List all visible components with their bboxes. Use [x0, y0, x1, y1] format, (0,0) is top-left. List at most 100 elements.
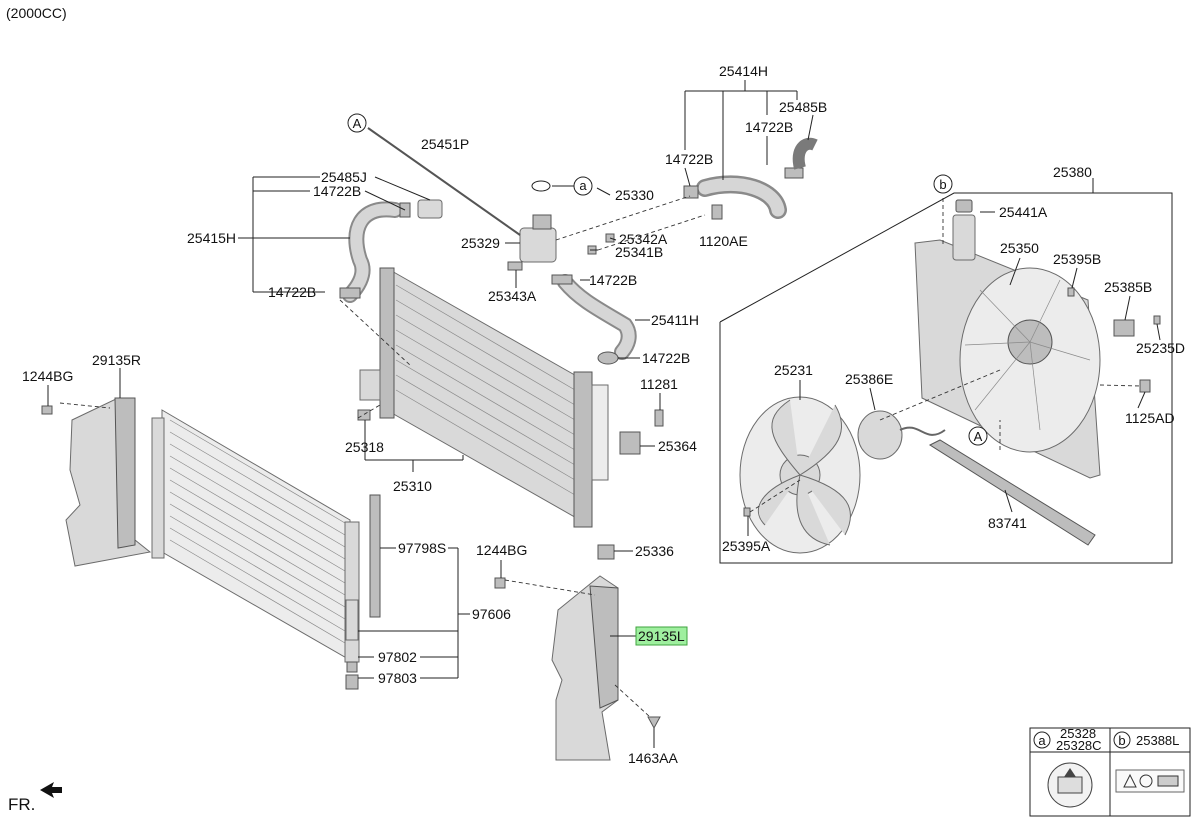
- callout-25451P[interactable]: 25451P: [421, 136, 469, 152]
- callout-14722B-mid[interactable]: 14722B: [589, 272, 637, 288]
- hose-clamp-14722B-lower[interactable]: [597, 351, 619, 365]
- callout-25235D[interactable]: 25235D: [1136, 340, 1185, 356]
- callout-25485B[interactable]: 25485B: [779, 99, 827, 115]
- callout-25386E[interactable]: 25386E: [845, 371, 893, 387]
- reservoir-25441A[interactable]: [952, 199, 976, 261]
- ref-marker-A-top[interactable]: A: [347, 113, 367, 133]
- callout-25441A[interactable]: 25441A: [999, 204, 1048, 220]
- bolt-1244BG-left[interactable]: [41, 405, 53, 415]
- radiator-part[interactable]: [359, 267, 609, 528]
- legend-a-part-25328C[interactable]: 25328C: [1056, 738, 1102, 753]
- fan-shroud-group-box: 25380: [719, 164, 1173, 564]
- callout-97803[interactable]: 97803: [378, 670, 417, 686]
- callout-25415H[interactable]: 25415H: [187, 230, 236, 246]
- callout-97802[interactable]: 97802: [378, 649, 417, 665]
- callout-25395B[interactable]: 25395B: [1053, 251, 1101, 267]
- svg-text:A: A: [974, 429, 983, 444]
- fan-shroud-part[interactable]: [914, 239, 1101, 479]
- callout-25318[interactable]: 25318: [345, 439, 384, 455]
- clip-1463AA[interactable]: [647, 716, 661, 730]
- fan-motor-25386E[interactable]: [857, 410, 946, 460]
- legend-b-part-25388L[interactable]: 25388L: [1136, 733, 1179, 748]
- ref-marker-b[interactable]: b: [933, 174, 953, 194]
- front-label: FR.: [8, 795, 35, 814]
- callout-25343A[interactable]: 25343A: [488, 288, 537, 304]
- leader-lines: [47, 80, 1161, 748]
- air-guard-right-part[interactable]: [65, 397, 152, 567]
- callout-1244BG-left[interactable]: 1244BG: [22, 368, 73, 384]
- callout-1244BG-mid[interactable]: 1244BG: [476, 542, 527, 558]
- callout-25231[interactable]: 25231: [774, 362, 813, 378]
- engine-variant-label: (2000CC): [6, 5, 67, 21]
- condenser-part[interactable]: [151, 409, 360, 673]
- o-ring-25330[interactable]: [531, 180, 551, 192]
- receiver-drier-part[interactable]: [345, 494, 381, 690]
- seal-83741[interactable]: [928, 439, 1096, 546]
- ref-marker-a[interactable]: a: [573, 176, 593, 196]
- callout-25342A[interactable]: 25342A: [619, 231, 668, 247]
- hose-25414H[interactable]: [696, 175, 787, 219]
- callout-29135R[interactable]: 29135R: [92, 352, 141, 368]
- callout-11281[interactable]: 11281: [640, 376, 678, 392]
- callout-14722B-top2[interactable]: 14722B: [745, 119, 793, 135]
- callout-25341B[interactable]: 25341B: [615, 244, 663, 260]
- callout-1120AE[interactable]: 1120AE: [699, 233, 748, 249]
- screw-25395B[interactable]: [1067, 287, 1075, 297]
- gasket-25343A[interactable]: [507, 261, 523, 271]
- callout-14722B-right[interactable]: 14722B: [642, 350, 690, 366]
- callout-25336[interactable]: 25336: [635, 543, 674, 559]
- fan-25231[interactable]: [739, 396, 861, 554]
- callout-1125AD[interactable]: 1125AD: [1125, 410, 1175, 426]
- bolt-11281[interactable]: [654, 409, 664, 427]
- screw-25235D[interactable]: [1153, 315, 1161, 325]
- hose-fitting-25485B[interactable]: [792, 137, 818, 170]
- svg-text:a: a: [1038, 733, 1046, 748]
- callout-14722B-lower[interactable]: 14722B: [268, 284, 316, 300]
- hose-clamp-14722B-top1[interactable]: [683, 185, 699, 199]
- callout-25485J[interactable]: 25485J: [321, 169, 367, 185]
- callout-25310[interactable]: 25310: [393, 478, 432, 494]
- callout-25350[interactable]: 25350: [1000, 240, 1039, 256]
- insulator-25336[interactable]: [597, 544, 615, 560]
- radiator-cap-icon: [1047, 762, 1093, 808]
- legend-a-part-25328[interactable]: 25328: [1060, 726, 1096, 741]
- bolt-1244BG-mid[interactable]: [494, 577, 506, 589]
- callout-83741[interactable]: 83741: [988, 515, 1027, 531]
- callout-97798S[interactable]: 97798S: [398, 540, 446, 556]
- callout-25395A[interactable]: 25395A: [722, 538, 771, 554]
- callout-14722B-top1[interactable]: 14722B: [665, 151, 713, 167]
- selected-part-highlight: [635, 626, 688, 646]
- bolt-1120AE[interactable]: [711, 204, 723, 220]
- rod-25451P[interactable]: [367, 127, 521, 236]
- upper-hose-25415H[interactable]: [342, 201, 403, 303]
- callout-25364[interactable]: 25364: [658, 438, 697, 454]
- resistor-25385B[interactable]: [1113, 319, 1135, 337]
- mounting-insulator-25364[interactable]: [619, 431, 641, 455]
- callout-labels: 25414H 25485B 14722B 14722B 25451P 25485…: [22, 63, 1185, 766]
- callout-25380[interactable]: 25380: [1053, 164, 1092, 180]
- thermostat-housing-25329[interactable]: [519, 214, 557, 263]
- callout-25330[interactable]: 25330: [615, 187, 654, 203]
- bolt-1125AD[interactable]: [1139, 379, 1151, 393]
- callout-25385B[interactable]: 25385B: [1104, 279, 1152, 295]
- bolt-25342A-25341B[interactable]: [587, 233, 615, 255]
- legend-b-marker: b: [1113, 731, 1131, 749]
- hose-clamp-14722B-mid[interactable]: [551, 274, 573, 285]
- callout-14722B-left[interactable]: 14722B: [313, 183, 361, 199]
- hose-clamp-14722B-left[interactable]: [339, 287, 361, 299]
- lower-hose-25411H[interactable]: [557, 274, 637, 360]
- screw-25395A[interactable]: [743, 507, 751, 517]
- hose-clamp-14722B-top2[interactable]: [784, 167, 804, 179]
- callout-25411H[interactable]: 25411H: [651, 312, 699, 328]
- ref-marker-A-right[interactable]: A: [968, 426, 988, 446]
- callout-1463AA[interactable]: 1463AA: [628, 750, 678, 766]
- callout-25414H[interactable]: 25414H: [719, 63, 768, 79]
- svg-text:b: b: [939, 177, 946, 192]
- air-guard-left-part[interactable]: [551, 575, 619, 761]
- radiator-drain-plug-25318[interactable]: [357, 409, 371, 421]
- callout-25329[interactable]: 25329: [461, 235, 500, 251]
- callout-97606[interactable]: 97606: [472, 606, 511, 622]
- hose-fitting-25485J[interactable]: [399, 199, 443, 219]
- callout-29135L[interactable]: 29135L: [638, 628, 685, 644]
